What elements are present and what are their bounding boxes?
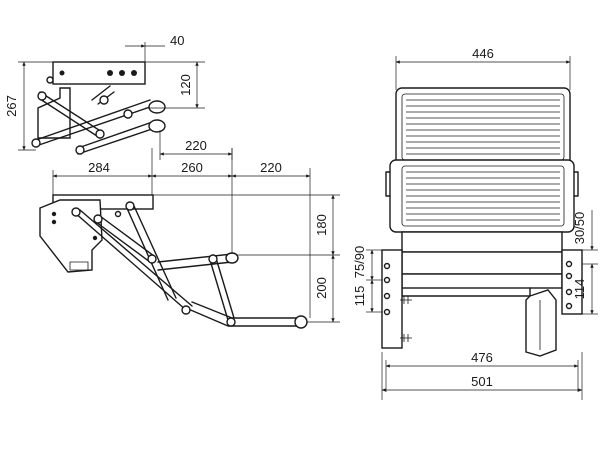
pivot (75, 145, 85, 155)
bolt-hole (383, 276, 391, 284)
dim-label-476: 476 (471, 350, 493, 365)
dim-label-284: 284 (88, 160, 110, 175)
tube-end (148, 119, 166, 133)
pivot (71, 207, 81, 217)
tread-clip (573, 171, 579, 197)
bolt-hole (565, 302, 573, 310)
dim-label-115: 115 (352, 286, 367, 307)
pivot (114, 210, 122, 218)
pivot (46, 76, 54, 84)
bolt (51, 211, 57, 217)
tube-lower (191, 301, 301, 319)
bolt (51, 219, 57, 225)
tube-end (225, 252, 239, 264)
bolt-hole (383, 262, 391, 270)
front-view (381, 87, 583, 357)
bolt (59, 70, 65, 76)
link-arm (77, 119, 159, 149)
link-arm (77, 126, 159, 155)
tube-end (294, 315, 308, 329)
pivot (31, 138, 41, 148)
bolt (92, 235, 98, 241)
pivot (93, 214, 103, 224)
extended-dimensions: 284 260 220 180 200 (52, 148, 340, 323)
dim-label-501: 501 (471, 374, 493, 389)
frame-bottom (401, 287, 531, 297)
bolt-hole (565, 272, 573, 280)
pivot (208, 254, 218, 264)
dim-label-114: 114 (572, 279, 587, 300)
motor-housing (525, 289, 557, 357)
front-dimensions: 446 476 501 75/90 115 30/50 114 (352, 46, 598, 400)
mount-plate-folded (52, 61, 146, 85)
dim-label-200: 200 (314, 277, 329, 299)
link-arm (39, 91, 103, 133)
tread-clip (385, 171, 391, 197)
folded-dimensions: 40 120 267 220 (4, 33, 233, 160)
tube-upper (157, 261, 233, 271)
pivot (181, 305, 191, 315)
bolt-hole (383, 308, 391, 316)
pivot (99, 95, 109, 105)
fastener (400, 296, 412, 304)
extended-step-view (39, 194, 308, 329)
link-arm (215, 257, 235, 319)
pivot (123, 109, 133, 119)
pivot (147, 254, 157, 264)
tube-lower (185, 307, 301, 327)
fastener (400, 334, 412, 342)
dim-label-260: 260 (181, 160, 203, 175)
dim-label-75-90: 75/90 (352, 246, 367, 279)
lower-tread-slats (406, 171, 560, 221)
pivot (95, 129, 105, 139)
bolt (119, 70, 125, 76)
tube-end (148, 100, 166, 114)
dim-label-120: 120 (178, 74, 193, 96)
dim-label-180: 180 (314, 214, 329, 236)
pivot (37, 91, 47, 101)
frame-bar (401, 251, 563, 275)
bolt-hole (383, 292, 391, 300)
pivot (226, 317, 236, 327)
frame-bar (401, 273, 563, 289)
folded-step-view (31, 61, 166, 155)
bolt-hole (565, 288, 573, 296)
dim-label-446: 446 (472, 46, 494, 61)
link-arm (73, 211, 187, 311)
dim-label-30-50: 30/50 (572, 212, 587, 245)
link-arm (209, 259, 229, 321)
side-bracket (39, 199, 103, 273)
dim-label-267: 267 (4, 95, 19, 117)
link-arm (35, 99, 151, 141)
bolt (107, 70, 113, 76)
link-arm (95, 221, 151, 263)
link-arm (125, 205, 169, 301)
bracket-foot (69, 261, 89, 271)
tube-upper (157, 253, 233, 263)
bolt (131, 70, 137, 76)
link-arm (99, 215, 155, 257)
dim-label-220-top: 220 (185, 138, 207, 153)
dim-label-40: 40 (170, 33, 184, 48)
pivot (125, 201, 135, 211)
bracket-folded (37, 87, 71, 139)
upper-tread-slats (406, 99, 560, 155)
bolt-hole (565, 260, 573, 268)
link-arm (133, 205, 177, 299)
link-arm (79, 209, 193, 307)
left-mount-plate (381, 249, 403, 349)
frame-bar (401, 231, 563, 253)
dim-label-220-side: 220 (260, 160, 282, 175)
link-arm (39, 98, 101, 139)
link-arm (91, 85, 111, 101)
